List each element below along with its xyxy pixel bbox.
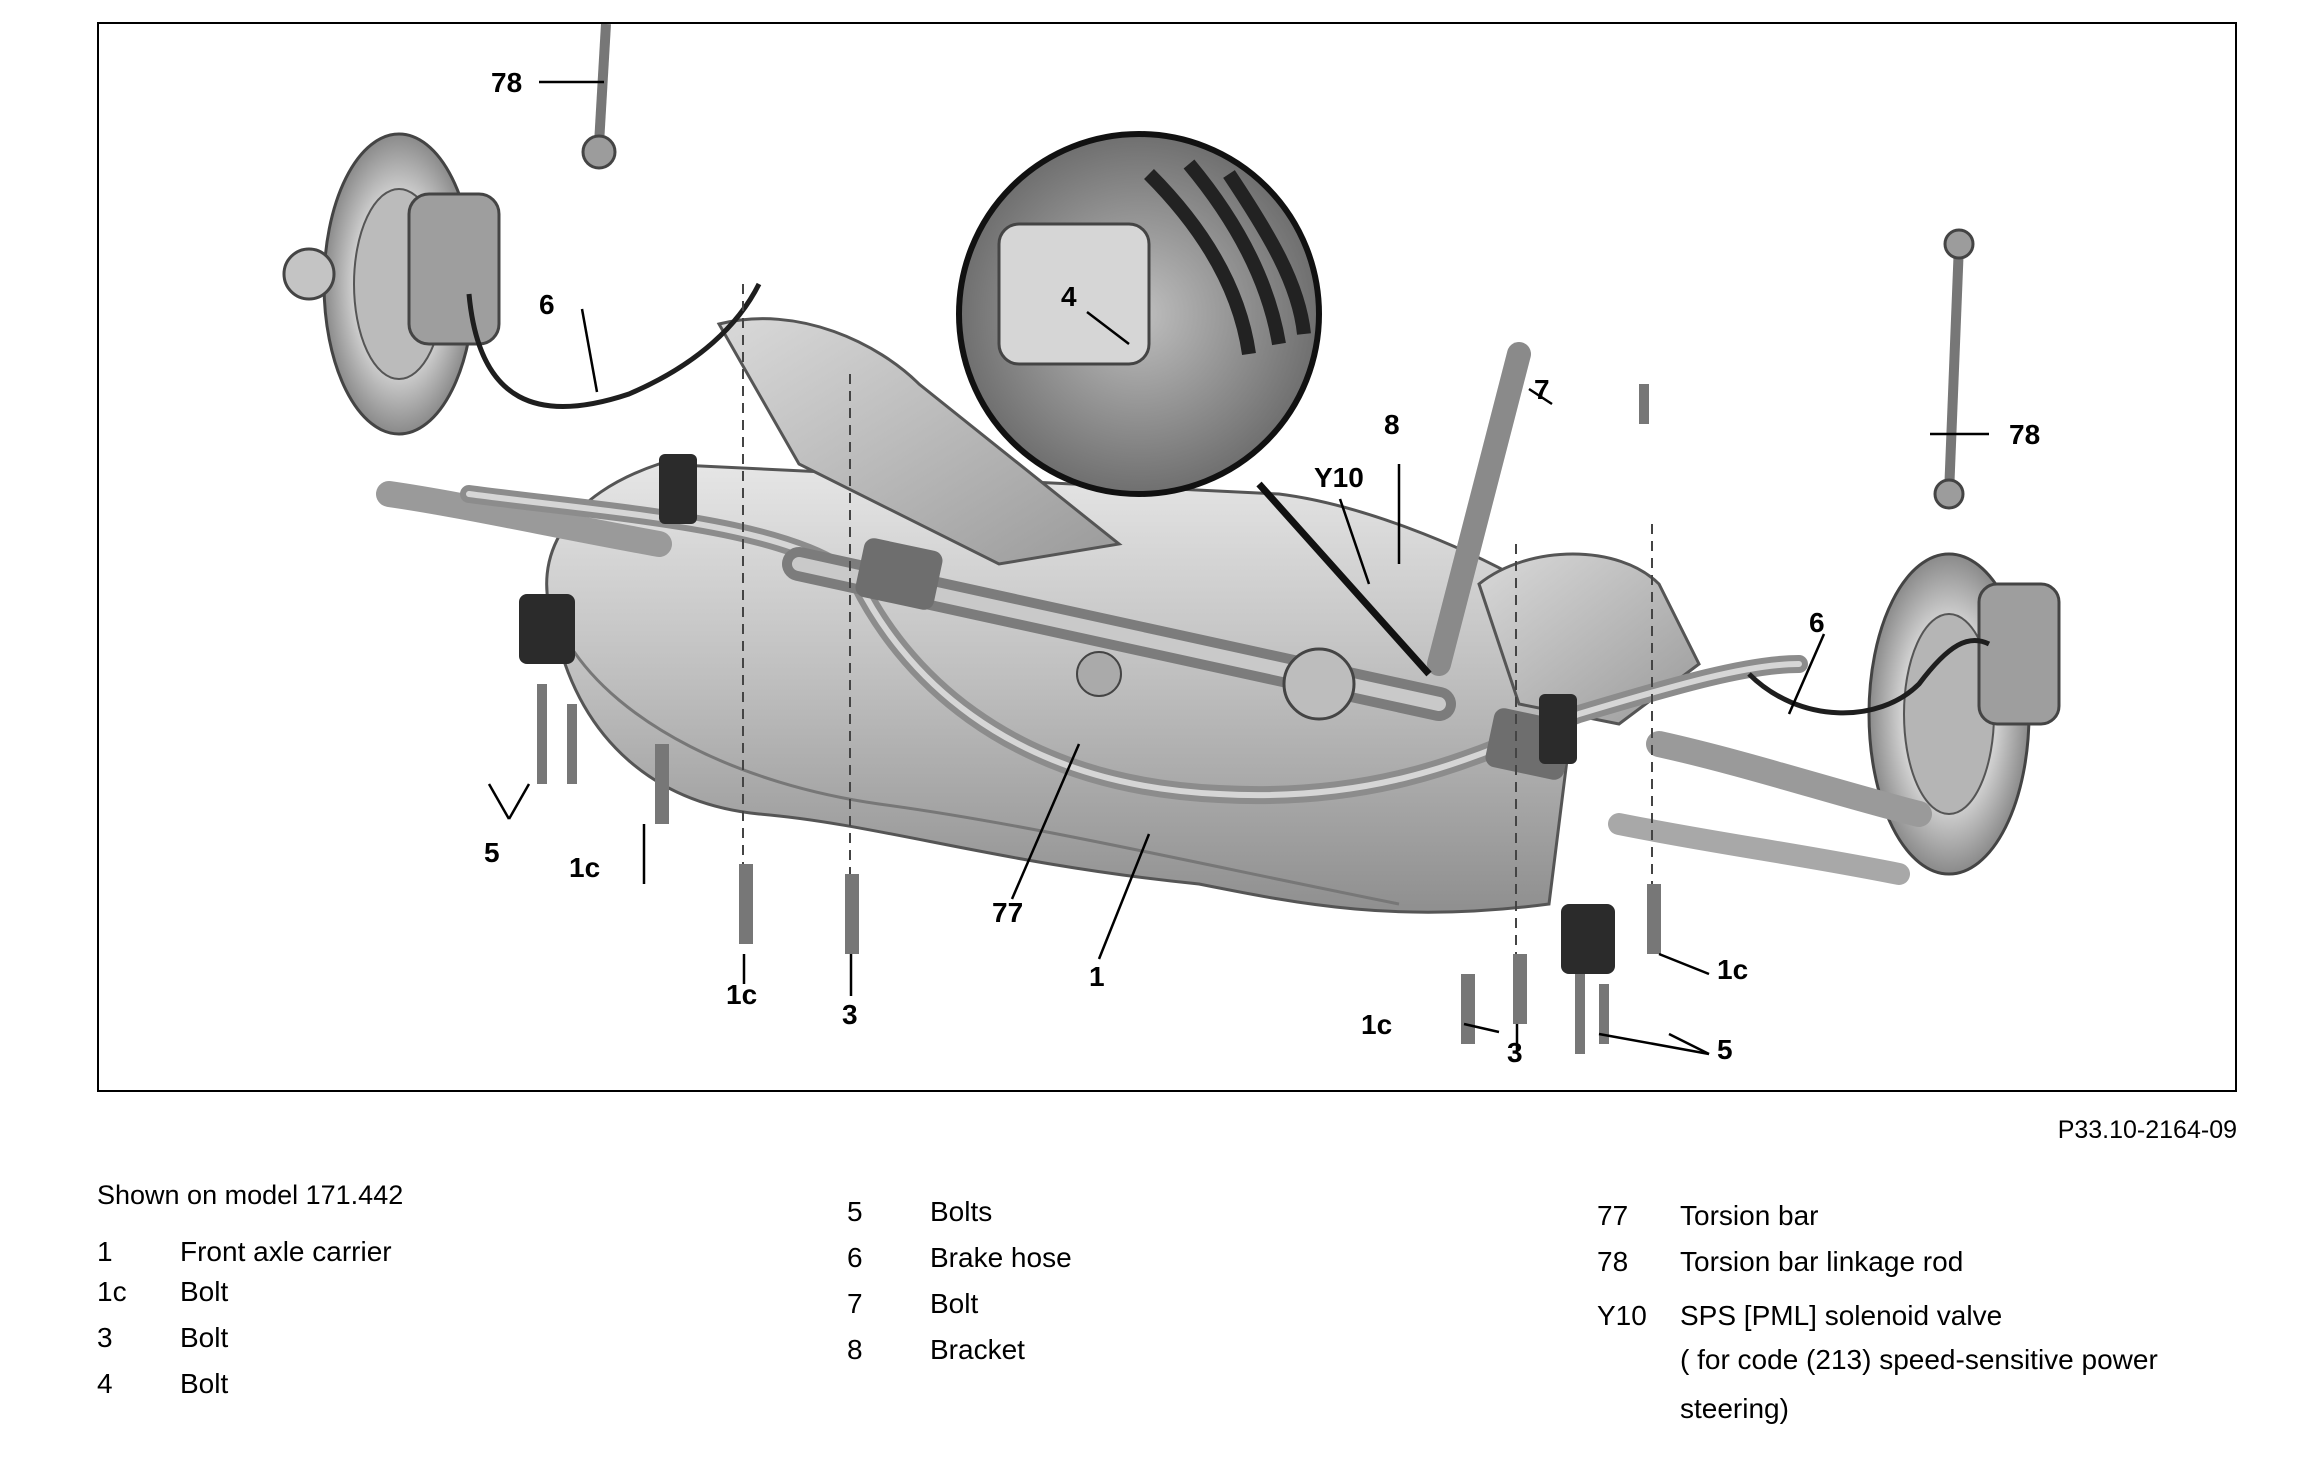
figure-reference-code: P33.10-2164-09	[2057, 1116, 2237, 1144]
callout-5-left: 5	[484, 837, 500, 868]
legend-number: 4	[97, 1368, 113, 1399]
callout-3-a: 3	[842, 999, 858, 1030]
assembly-lines	[742, 284, 1653, 954]
callout-1c-d: 1c	[1717, 954, 1748, 985]
steering-shaft	[1427, 342, 1531, 676]
control-arms	[376, 481, 1932, 885]
legend-description: SPS [PML] solenoid valve	[1680, 1300, 2003, 1331]
torsion-bar-linkage-rods	[581, 24, 1975, 510]
callout-1: 1	[1089, 961, 1105, 992]
legend-description: Brake hose	[930, 1242, 1072, 1273]
exploded-diagram: 78 6 4 8 Y10 7 78 6 5 1c 1c 3 77 1 1c 3 …	[97, 22, 2237, 1092]
callout-8: 8	[1384, 409, 1400, 440]
legend-description-line-3: steering)	[1680, 1393, 1789, 1424]
legend-description: Bolt	[180, 1322, 229, 1353]
callout-labels: 78 6 4 8 Y10 7 78 6 5 1c 1c 3 77 1 1c 3 …	[484, 67, 2040, 1068]
legend-number: 6	[847, 1242, 863, 1273]
right-brake-disc	[1867, 552, 2061, 876]
legend-number: 77	[1597, 1200, 1629, 1231]
right-stabilizer-mount	[1539, 694, 1577, 764]
left-stabilizer-mount	[659, 454, 697, 524]
callout-Y10: Y10	[1314, 462, 1364, 493]
callout-1c-b: 1c	[726, 979, 757, 1010]
callout-4: 4	[1061, 281, 1077, 312]
callout-78-right: 78	[2009, 419, 2040, 450]
left-brake-disc	[282, 132, 501, 436]
detail-inset	[956, 131, 1432, 677]
legend-number: Y10	[1597, 1300, 1647, 1331]
callout-5-right: 5	[1717, 1034, 1733, 1065]
legend-number: 5	[847, 1196, 863, 1227]
callout-7: 7	[1534, 374, 1550, 405]
front-axle-illustration: 78 6 4 8 Y10 7 78 6 5 1c 1c 3 77 1 1c 3 …	[282, 24, 2061, 1068]
legend-description: Torsion bar	[1680, 1200, 1819, 1231]
callout-77: 77	[992, 897, 1023, 928]
legend-number: 3	[97, 1322, 113, 1353]
legend-description-line-2: ( for code (213) speed-sensitive power	[1680, 1344, 2158, 1375]
legend-number: 7	[847, 1288, 863, 1319]
callout-3-b: 3	[1507, 1037, 1523, 1068]
legend-description: Bolt	[180, 1276, 229, 1307]
legend-description: Torsion bar linkage rod	[1680, 1246, 1964, 1277]
legend-number: 8	[847, 1334, 863, 1365]
legend-number: 1	[97, 1236, 113, 1267]
callout-6-left: 6	[539, 289, 555, 320]
right-brake-hose	[1747, 637, 1991, 716]
callout-78-left: 78	[491, 67, 522, 98]
legend-number: 78	[1597, 1246, 1629, 1277]
callout-6-right: 6	[1809, 607, 1825, 638]
legend-description: Bolts	[930, 1196, 993, 1227]
left-brake-hose	[466, 282, 762, 409]
legend-number: 1c	[97, 1276, 127, 1307]
legend-description: Bolt	[180, 1368, 229, 1399]
legend-description: Bolt	[930, 1288, 979, 1319]
legend-description: Bracket	[930, 1334, 1025, 1365]
legend-description: Front axle carrier	[180, 1236, 392, 1267]
callout-1c-a: 1c	[569, 852, 600, 883]
leader-lines	[487, 80, 1989, 1056]
bolts	[519, 384, 1661, 1054]
shown-on-model-caption: Shown on model 171.442	[97, 1180, 404, 1210]
callout-1c-c: 1c	[1361, 1009, 1392, 1040]
